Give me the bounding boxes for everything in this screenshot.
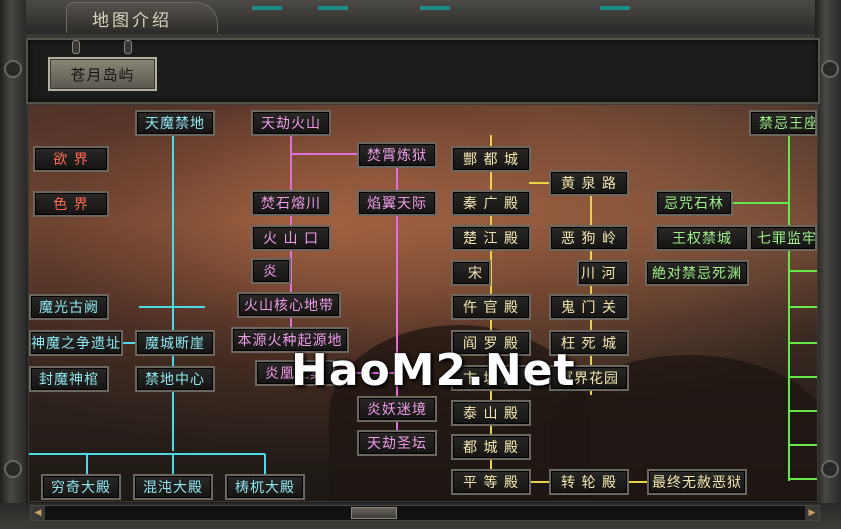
map-node-benyuan-huozhong[interactable]: 本源火种起源地 [231,327,349,353]
map-node-yanyao-mijing[interactable]: 炎妖迷境 [357,396,437,422]
map-node-yanhuang-zhichao[interactable]: 炎凰之巢 [255,360,335,386]
map-node-yujie[interactable]: 欲 界 [33,146,109,172]
map-node-dushi-dian[interactable]: 都 城 殿 [451,434,531,460]
map-node-fengmo-shenguan[interactable]: 封魔神棺 [29,366,109,392]
corner-ornament-icon [4,60,22,78]
region-tab-button[interactable]: 苍月岛屿 [48,57,157,91]
horizontal-scrollbar[interactable]: ◀ ▶ [30,505,820,521]
map-node-qizui-jianlao[interactable]: 七罪监牢 [749,225,817,251]
map-node-wuguan-dian[interactable]: 仵 官 殿 [451,294,531,320]
map-node-huoshankou[interactable]: 火 山 口 [251,225,331,251]
corner-ornament-icon [821,60,839,78]
map-node-yanyi-tianji[interactable]: 焰翼天际 [357,190,437,216]
map-node-taishan-dian[interactable]: 泰 山 殿 [451,400,531,426]
map-node-zhuanlun-dian[interactable]: 转 轮 殿 [549,469,629,495]
map-node-guimen-guan[interactable]: 鬼 门 关 [549,294,629,320]
map-node-biancheng-dian[interactable]: 卞 城 殿 [451,365,531,391]
map-node-jinji-wangzuo[interactable]: 禁忌王座 [749,110,817,136]
scroll-right-arrow-icon[interactable]: ▶ [805,506,819,520]
map-node-tianjie-huoshan[interactable]: 天劫火山 [251,110,331,136]
scroll-thumb[interactable] [351,507,397,519]
region-header-bar [26,38,820,104]
map-node-tianjie-shengtan[interactable]: 天劫圣坛 [357,430,437,456]
map-node-yan-partial[interactable]: 炎 [251,258,291,284]
watermark: HaoM2.Net [291,345,576,396]
map-node-shenmo-zhizheng[interactable]: 神魔之争遗址 [29,330,123,356]
map-node-zhouzhu-shilin[interactable]: 忌咒石林 [655,190,733,216]
map-node-fengdu-cheng[interactable]: 酆 都 城 [451,146,531,172]
corner-ornament-icon [821,460,839,478]
map-node-qinguang-dian[interactable]: 秦 广 殿 [451,190,531,216]
map-node-jindi-zhongxin[interactable]: 禁地中心 [135,366,215,392]
scroll-left-arrow-icon[interactable]: ◀ [31,506,45,520]
map-node-moguang-guque[interactable]: 魔光古阙 [29,294,109,320]
map-node-taowu-dadian[interactable]: 梼杌大殿 [225,474,305,500]
map-node-wangquan-jincheng[interactable]: 王权禁城 [655,225,749,251]
map-node-fenshi-rongchuan[interactable]: 焚石熔川 [251,190,331,216]
map-node-tianmo-jindi[interactable]: 天魔禁地 [135,110,215,136]
hook-icon [124,40,132,54]
map-node-huangquan-lu[interactable]: 黄 泉 路 [549,170,629,196]
window-title: 地图介绍 [92,11,172,31]
window-left-border [0,0,26,529]
map-node-mingjie-huayuan[interactable]: 冥界花园 [549,365,629,391]
map-tree-area: 欲 界 色 界 天魔禁地 魔光古阙 神魔之争遗址 魔城断崖 封魔神棺 禁地中心 … [28,104,818,502]
map-node-pingdeng-dian[interactable]: 平 等 殿 [451,469,531,495]
map-node-zuizhong-wushe[interactable]: 最终无赦恶狱 [647,469,747,495]
map-node-wangsi-cheng[interactable]: 枉 死 城 [549,330,629,356]
top-ornament [420,6,450,10]
map-node-song-partial[interactable]: 宋 [451,260,491,286]
map-node-hundun-dadian[interactable]: 混沌大殿 [133,474,213,500]
map-node-wangchuan-partial[interactable]: 川 河 [577,260,629,286]
map-node-sejie[interactable]: 色 界 [33,191,109,217]
map-node-qiongqi-dadian[interactable]: 穷奇大殿 [41,474,121,500]
top-ornament [252,6,282,10]
corner-ornament-icon [4,460,22,478]
map-node-chujiang-dian[interactable]: 楚 江 殿 [451,225,531,251]
map-node-huoshan-hexin[interactable]: 火山核心地带 [237,292,341,318]
map-node-jueduijinji-silan[interactable]: 絶对禁忌死渊 [645,260,749,286]
top-ornament [318,6,348,10]
map-node-fenxiao-lianyu[interactable]: 焚霄炼狱 [357,142,437,168]
map-node-yanluo-dian[interactable]: 阎 罗 殿 [451,330,531,356]
hook-icon [72,40,80,54]
top-ornament [600,6,630,10]
map-node-mocheng-duanya[interactable]: 魔城断崖 [135,330,215,356]
map-node-egou-ling[interactable]: 恶 狗 岭 [549,225,629,251]
